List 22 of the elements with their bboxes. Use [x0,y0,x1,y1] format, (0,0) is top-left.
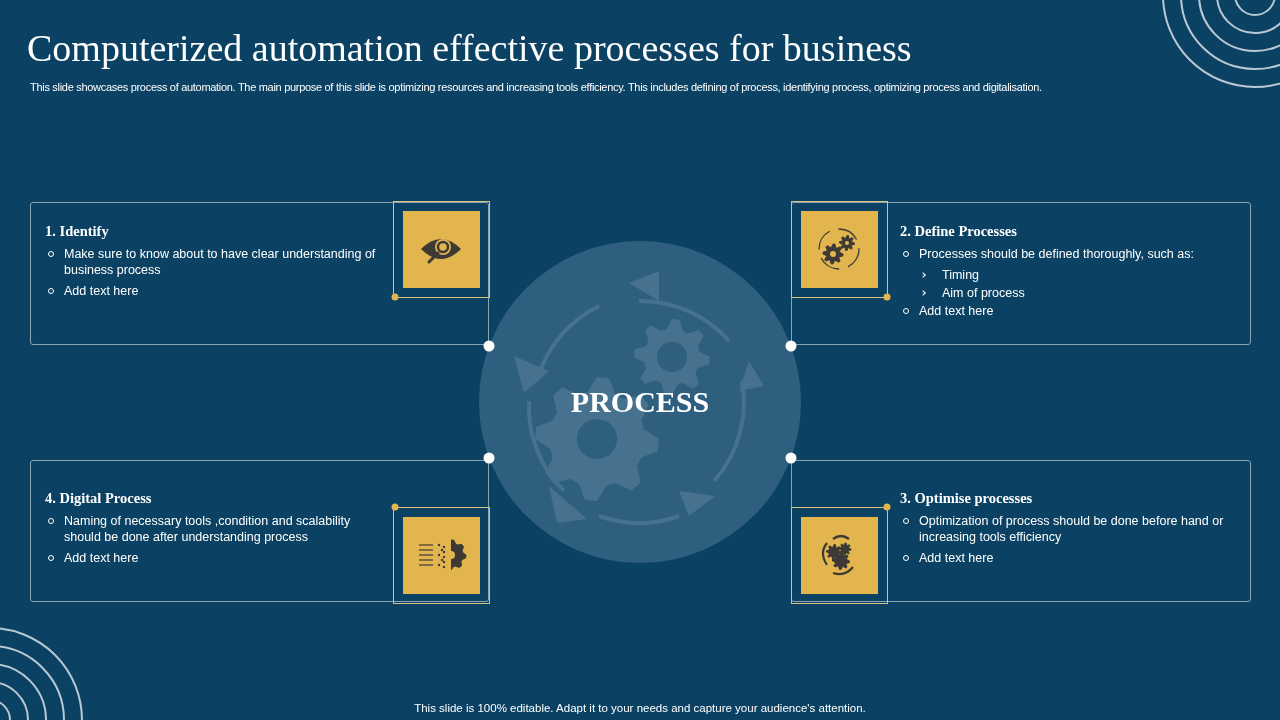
card-heading: 1. Identify [45,223,109,240]
description: This slide showcases process of automation. The main purpose of this slide is optimizing resources and increasing tools efficiency. This includes defining of process, identifying process, optimizing process and digitalisation. [30,81,1042,93]
bullet-text: Add text here [45,550,385,566]
bullet-text: Processes should be defined thoroughly, such as: [900,246,1235,262]
bullet-text: Add text here [900,303,1235,319]
info-card [791,202,1251,345]
card-heading: 4. Digital Process [45,490,152,507]
info-card [791,460,1251,602]
bullet-text: Naming of necessary tools ,condition and scalability should be done after understanding process [45,513,385,545]
bullet-text: Add text here [45,283,390,299]
footer-note: This slide is 100% editable. Adapt it to your needs and capture your audience's attention. [413,702,867,714]
center-label: PROCESS [569,385,711,419]
bullet-text: Aim of process [900,285,1235,301]
info-card [30,202,489,345]
bullet-text: Make sure to know about to have clear understanding of business process [45,246,390,278]
bullet-text: Add text here [900,550,1235,566]
card-heading: 2. Define Processes [900,223,1017,240]
card-heading: 3. Optimise processes [900,490,1033,507]
bullet-text: Timing [900,267,1235,283]
slide-title: Computerized automation effective processes for business [27,26,912,71]
info-card [30,460,489,602]
bullet-text: Optimization of process should be done before hand or increasing tools efficiency [900,513,1235,545]
